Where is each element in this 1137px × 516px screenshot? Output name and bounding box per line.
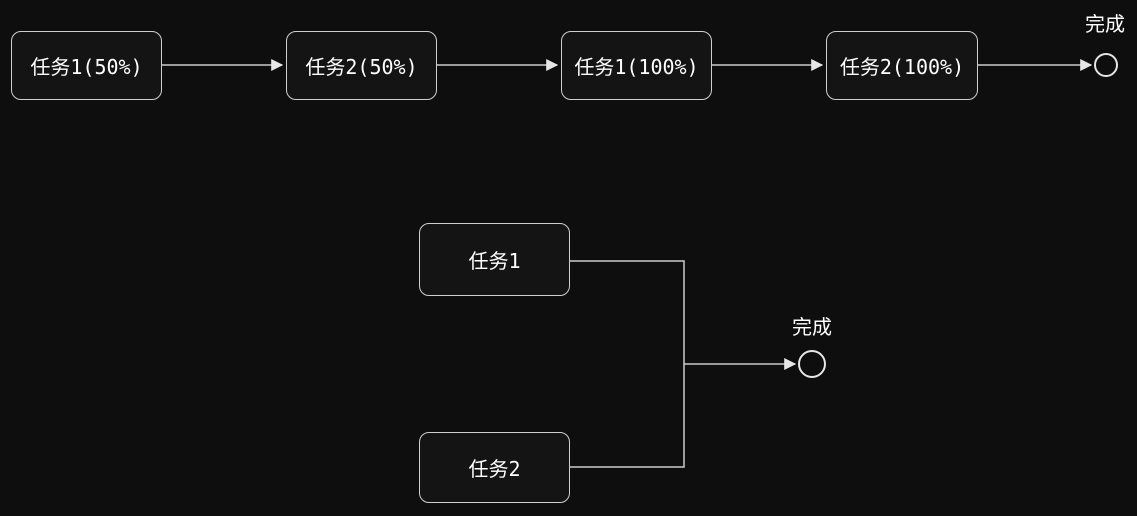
edge-parallel-merge bbox=[570, 260, 685, 468]
end-label-sequential: 完成 bbox=[1085, 12, 1125, 36]
node-task2: 任务2 bbox=[419, 432, 570, 503]
node-task1-100: 任务1(100%) bbox=[561, 31, 712, 100]
node-task2-100: 任务2(100%) bbox=[826, 31, 978, 100]
node-task2-50: 任务2(50%) bbox=[286, 31, 437, 100]
node-task1: 任务1 bbox=[419, 223, 570, 296]
node-task1-50: 任务1(50%) bbox=[11, 31, 162, 100]
end-label-parallel: 完成 bbox=[792, 315, 832, 339]
end-state-circle-parallel bbox=[798, 350, 826, 378]
end-state-circle-sequential bbox=[1094, 53, 1118, 77]
